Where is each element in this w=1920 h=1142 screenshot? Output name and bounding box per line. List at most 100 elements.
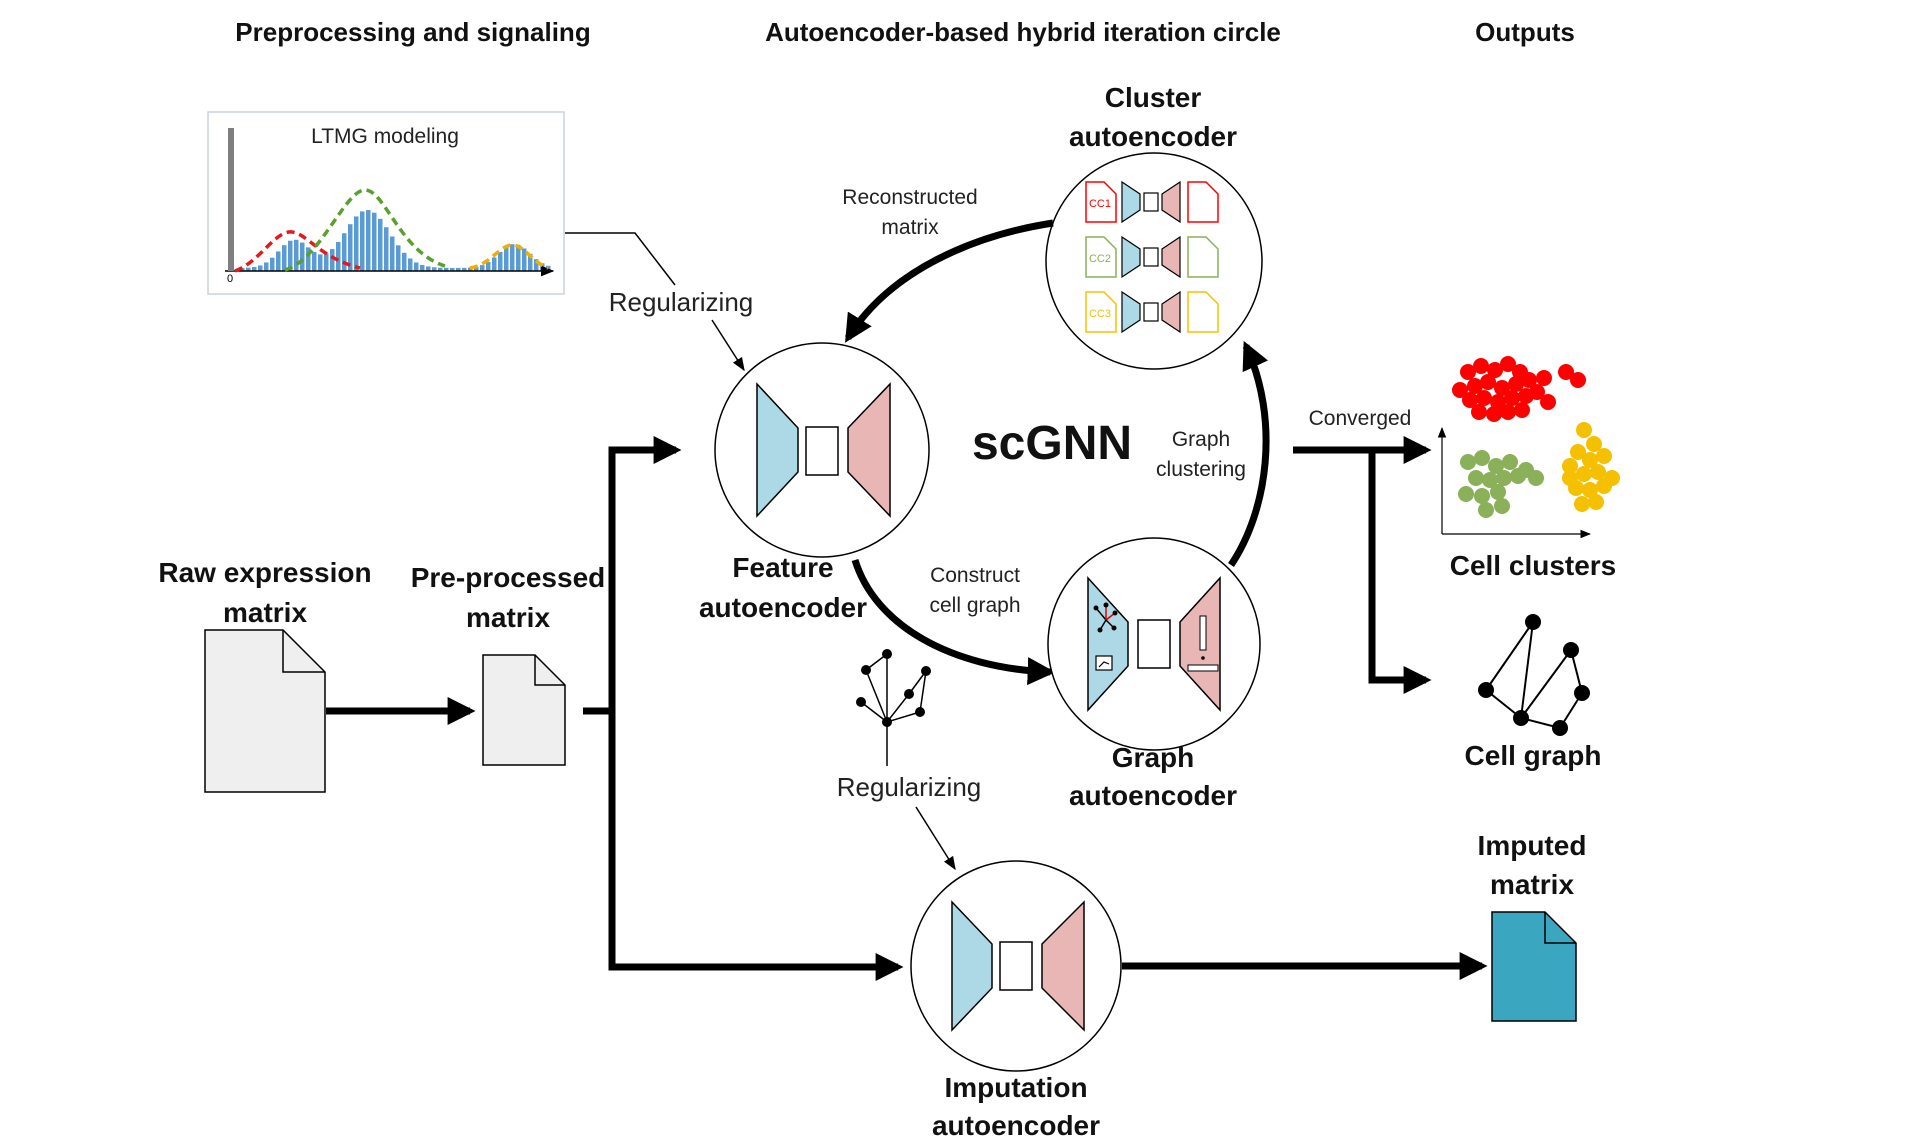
red-cell-dot bbox=[1504, 390, 1520, 406]
ltmg-yellow-curve bbox=[469, 243, 549, 270]
preprocessed-doc-icon bbox=[482, 654, 566, 766]
ltmg-histogram-bar bbox=[534, 259, 539, 271]
graph-label-line1: Graph bbox=[1112, 742, 1194, 773]
cluster-input-doc-icon bbox=[1085, 181, 1117, 223]
reconstructed-label-line2: matrix bbox=[881, 216, 939, 239]
ltmg-zero-bar bbox=[228, 128, 234, 271]
regularizing-bottom-arrow bbox=[915, 806, 956, 871]
feature-label-line1: Feature bbox=[732, 552, 833, 583]
graph-encoder-glyph bbox=[1093, 602, 1118, 671]
graph-clustering-label-line2: clustering bbox=[1156, 458, 1246, 481]
cluster-row: CC3 bbox=[1085, 290, 1219, 334]
cluster-output-doc-icon bbox=[1187, 291, 1219, 333]
red-cell-dot bbox=[1480, 374, 1496, 390]
graph-latent-shape bbox=[1137, 619, 1171, 669]
green-cell-dot bbox=[1494, 498, 1510, 514]
green-cell-dot bbox=[1458, 486, 1474, 502]
green-cell-dot bbox=[1490, 484, 1506, 500]
cluster-encoder-shape bbox=[1121, 180, 1141, 224]
header-iteration-circle: Autoencoder-based hybrid iteration circl… bbox=[765, 17, 1281, 47]
ltmg-histogram-bar bbox=[504, 246, 509, 271]
cluster-tag: CC1 bbox=[1089, 198, 1111, 210]
ltmg-histogram-bar bbox=[258, 265, 263, 271]
ltmg-histogram-bar bbox=[492, 257, 497, 271]
ltmg-histogram-bar bbox=[294, 239, 299, 271]
scgnn-title: scGNN bbox=[972, 417, 1132, 470]
ltmg-histogram-bar bbox=[408, 258, 413, 271]
feature-label-line2: autoencoder bbox=[699, 592, 867, 623]
red-cell-dot bbox=[1460, 364, 1476, 380]
ltmg-histogram-bar bbox=[366, 210, 371, 271]
ltmg-histogram-bar bbox=[246, 267, 251, 271]
ltmg-histogram-bar bbox=[450, 267, 455, 271]
reconstructed-label-line1: Reconstructed bbox=[842, 186, 977, 209]
cluster-latent-shape bbox=[1143, 192, 1159, 212]
red-cell-dot bbox=[1536, 370, 1552, 386]
yellow-cell-dot bbox=[1562, 470, 1578, 486]
cell-graph-regularizer-icon bbox=[856, 649, 931, 766]
red-cell-dot bbox=[1514, 402, 1530, 418]
imputation-autoencoder bbox=[910, 860, 1122, 1072]
ltmg-histogram-bar bbox=[282, 245, 287, 271]
feature-latent-shape bbox=[805, 426, 839, 476]
red-cell-dot bbox=[1570, 372, 1586, 388]
yellow-cell-dot bbox=[1582, 452, 1598, 468]
header-outputs: Outputs bbox=[1475, 17, 1575, 47]
converged-label: Converged bbox=[1309, 407, 1412, 430]
ltmg-histogram-bar bbox=[348, 224, 353, 271]
red-cell-dot bbox=[1500, 356, 1516, 372]
ltmg-histogram-bar bbox=[306, 247, 311, 271]
yellow-cell-dot bbox=[1562, 458, 1578, 474]
ltmg-histogram-bar bbox=[252, 266, 257, 271]
feature-encoder-shape bbox=[756, 382, 799, 518]
red-cell-dot bbox=[1508, 376, 1524, 392]
imputed-label-line2: matrix bbox=[1490, 869, 1574, 900]
red-cell-dot bbox=[1558, 364, 1574, 380]
cluster-decoder-shape bbox=[1161, 290, 1181, 334]
green-cell-dot bbox=[1468, 470, 1484, 486]
ltmg-histogram-bar bbox=[456, 267, 461, 271]
ltmg-histogram-bar bbox=[330, 249, 335, 271]
ltmg-histogram-bar bbox=[390, 236, 395, 271]
cluster-decoder-shape bbox=[1161, 180, 1181, 224]
imputed-matrix-doc-icon bbox=[1491, 911, 1577, 1022]
green-cell-dot bbox=[1460, 454, 1476, 470]
red-cell-dot bbox=[1473, 358, 1489, 374]
ltmg-histogram-bar bbox=[270, 257, 275, 271]
cell-graph-label: Cell graph bbox=[1465, 740, 1602, 771]
yellow-cell-dot bbox=[1586, 436, 1602, 452]
ltmg-histogram-bar bbox=[462, 267, 467, 271]
cell-clusters-label: Cell clusters bbox=[1450, 550, 1617, 581]
to-feature-arrow bbox=[608, 436, 682, 967]
graph-autoencoder bbox=[1047, 537, 1261, 751]
ltmg-histogram-bar bbox=[528, 253, 533, 271]
ltmg-histogram-bar bbox=[522, 248, 527, 271]
red-cell-dot bbox=[1486, 406, 1502, 422]
red-cell-dot bbox=[1529, 384, 1545, 400]
cluster-label-line1: Cluster bbox=[1105, 82, 1202, 113]
regularizing-top-label: Regularizing bbox=[609, 287, 754, 317]
ltmg-histogram-bar bbox=[312, 252, 317, 271]
ltmg-histogram-bar bbox=[402, 252, 407, 271]
ltmg-zero-label: 0 bbox=[227, 273, 233, 285]
red-cell-dot bbox=[1500, 404, 1516, 420]
ltmg-histogram-bar bbox=[426, 266, 431, 271]
yellow-cell-dot bbox=[1596, 448, 1612, 464]
yellow-cell-dot bbox=[1588, 494, 1604, 510]
ltmg-histogram-bar bbox=[444, 267, 449, 271]
red-cell-dot bbox=[1540, 394, 1556, 410]
ltmg-histogram-bar bbox=[372, 212, 377, 271]
red-cell-dot bbox=[1452, 382, 1468, 398]
yellow-cell-dot bbox=[1590, 464, 1606, 480]
yellow-cell-dot bbox=[1582, 482, 1598, 498]
ltmg-histogram-bar bbox=[276, 251, 281, 271]
ltmg-histogram-bar bbox=[432, 267, 437, 271]
yellow-cell-dot bbox=[1596, 478, 1612, 494]
ltmg-histogram-bar bbox=[318, 254, 323, 271]
graph-label-line2: autoencoder bbox=[1069, 780, 1237, 811]
green-cell-dot bbox=[1496, 470, 1512, 486]
cluster-latent-shape bbox=[1143, 302, 1159, 322]
imputed-label-line1: Imputed bbox=[1478, 830, 1587, 861]
ltmg-histogram-bar bbox=[510, 244, 515, 271]
ltmg-histogram-bar bbox=[474, 266, 479, 271]
